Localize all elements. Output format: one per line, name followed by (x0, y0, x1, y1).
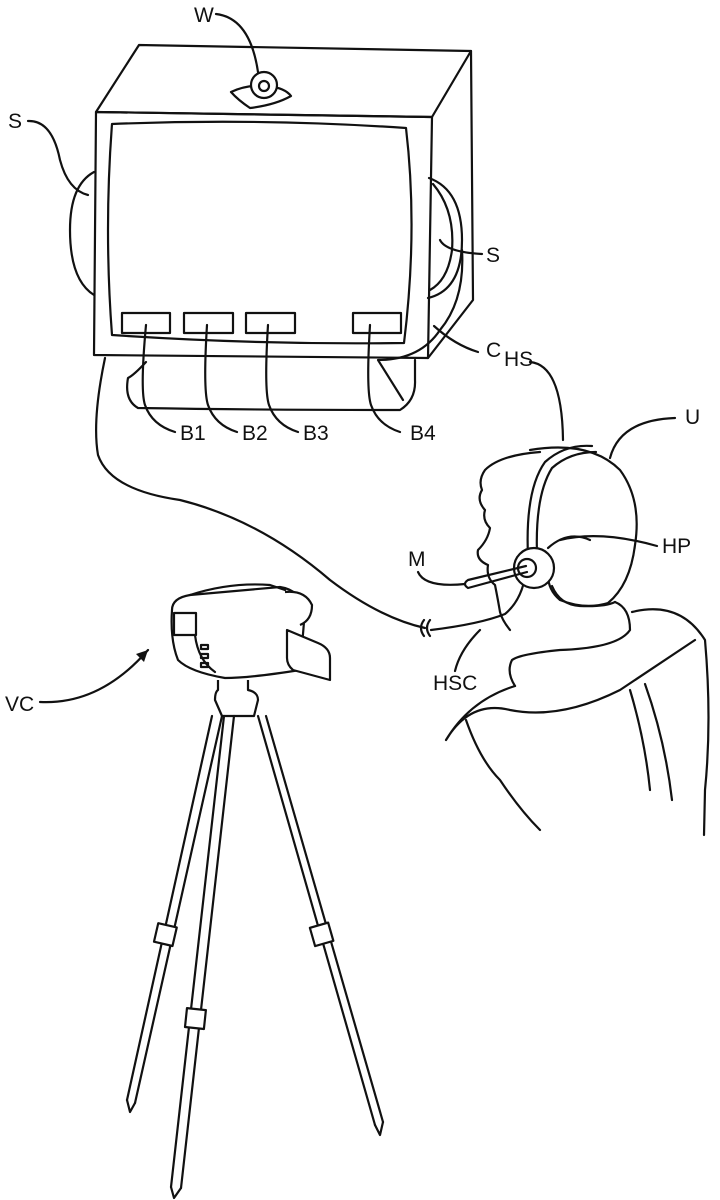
leader-c (432, 324, 480, 354)
label-video-camera: VC (5, 693, 34, 716)
webcam-housing (249, 70, 279, 100)
label-microphone: M (408, 548, 426, 571)
label-button-3: B3 (303, 422, 329, 445)
camera-controls (199, 643, 210, 669)
leader-s-right (438, 238, 484, 256)
leader-vc (38, 648, 150, 704)
label-headphone: HP (662, 535, 691, 558)
user-back-strap-2 (643, 682, 674, 802)
label-headset-cable: HSC (433, 672, 477, 695)
leader-b1 (141, 323, 177, 434)
camera-eyepiece (284, 590, 314, 627)
monitor-top-face (94, 43, 473, 119)
leader-w (214, 12, 260, 74)
leader-b3 (265, 323, 300, 434)
label-headset: HS (504, 348, 533, 371)
label-button-2: B2 (242, 422, 268, 445)
keyboard-cable (126, 358, 417, 412)
tripod-leg-left-clamp (152, 922, 178, 948)
leader-lines (26, 12, 677, 704)
speaker-cable (376, 248, 464, 402)
tripod-leg-center-clamp (183, 1007, 207, 1031)
video-camera (170, 583, 332, 682)
tripod-leg-right (256, 714, 385, 1127)
headset-band-outer (526, 444, 594, 558)
cable-break-mark (419, 618, 432, 638)
tripod (125, 680, 385, 1200)
user-shoulder (630, 608, 710, 837)
headset-band-inner (535, 450, 598, 556)
label-user: U (685, 406, 700, 429)
leader-u (608, 416, 677, 460)
leader-vc-arrowhead (136, 650, 148, 662)
headset-connection-cable (95, 356, 427, 630)
user-collar (508, 600, 632, 688)
tripod-head (213, 680, 260, 718)
label-button-1: B1 (180, 422, 206, 445)
label-webcam: W (194, 4, 214, 27)
tripod-leg-right-clamp (308, 921, 335, 948)
leader-b2 (204, 323, 239, 434)
speaker-left (68, 170, 96, 297)
label-speaker-left: S (8, 110, 22, 133)
camera-lens-front (172, 611, 198, 637)
tripod-leg-center (169, 714, 236, 1190)
camera-top (188, 583, 287, 597)
monitor-screen (106, 120, 413, 345)
label-speaker-right: S (486, 244, 500, 267)
user-back-strap-1 (628, 688, 652, 792)
user-torso-front (464, 718, 542, 832)
leader-hsc (453, 628, 482, 673)
webcam-lens (257, 79, 271, 93)
speaker-right (426, 176, 464, 300)
label-computer: C (486, 339, 501, 362)
label-button-4: B4 (410, 422, 436, 445)
leader-hp (558, 535, 659, 548)
monitor-front-bezel (92, 110, 434, 360)
user-ear (546, 535, 592, 550)
user-head (528, 446, 638, 607)
leader-s-left (26, 119, 90, 197)
leader-b4 (367, 323, 402, 434)
screen-button-b4[interactable] (351, 311, 403, 335)
leader-m (416, 570, 467, 586)
user-face (476, 450, 542, 632)
computer-monitor (92, 43, 475, 360)
user-arm (444, 638, 697, 742)
monitor-side-face (426, 49, 475, 360)
screen-button-b2[interactable] (182, 311, 235, 335)
tripod-leg-left (125, 714, 224, 1105)
webcam (229, 70, 293, 110)
headset-cable (429, 570, 528, 632)
camera-flip-screen (285, 628, 332, 682)
user-figure (444, 446, 710, 837)
leader-hs (528, 360, 565, 442)
user-neck (550, 584, 617, 608)
screen-button-b3[interactable] (244, 311, 297, 335)
